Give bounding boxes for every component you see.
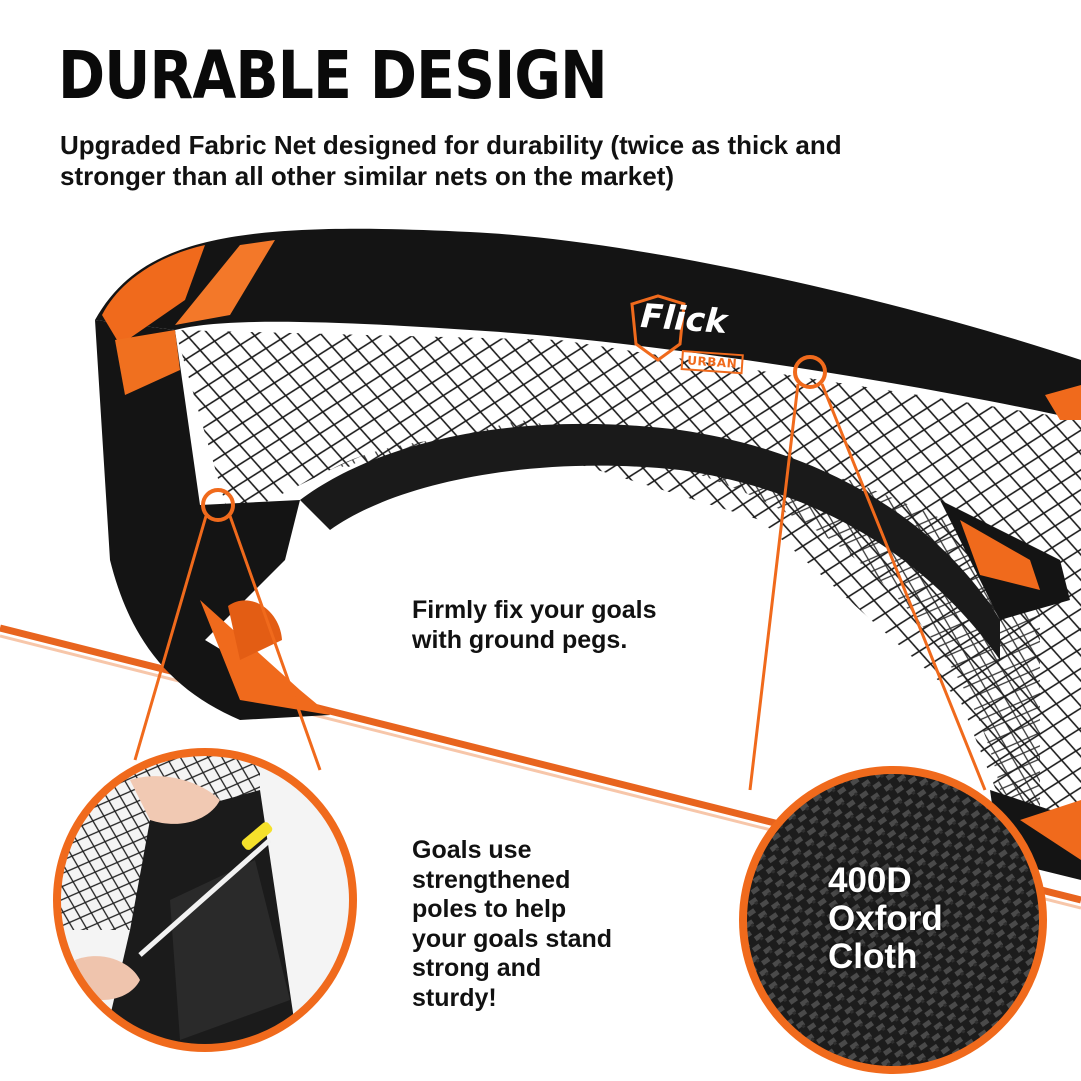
pole-detail-circle [53,748,357,1052]
shield-icon [630,294,686,362]
callout-right [748,355,987,791]
caption-strengthened-poles: Goals use strengthened poles to help you… [412,836,613,1012]
cloth-label: 400D Oxford Cloth [828,861,943,976]
cloth-detail-circle [739,766,1047,1074]
subheadline: Upgraded Fabric Net designed for durabil… [60,130,842,191]
callout-left [133,488,322,771]
orange-corner-top-left [102,245,205,345]
caption-ground-pegs: Firmly fix your goals with ground pegs. [412,596,657,654]
headline: DURABLE DESIGN [58,37,608,114]
brand-logo: Flick URBAN [628,294,768,380]
brand-name: Flick [639,296,729,341]
brand-tagline: URBAN [680,350,744,375]
